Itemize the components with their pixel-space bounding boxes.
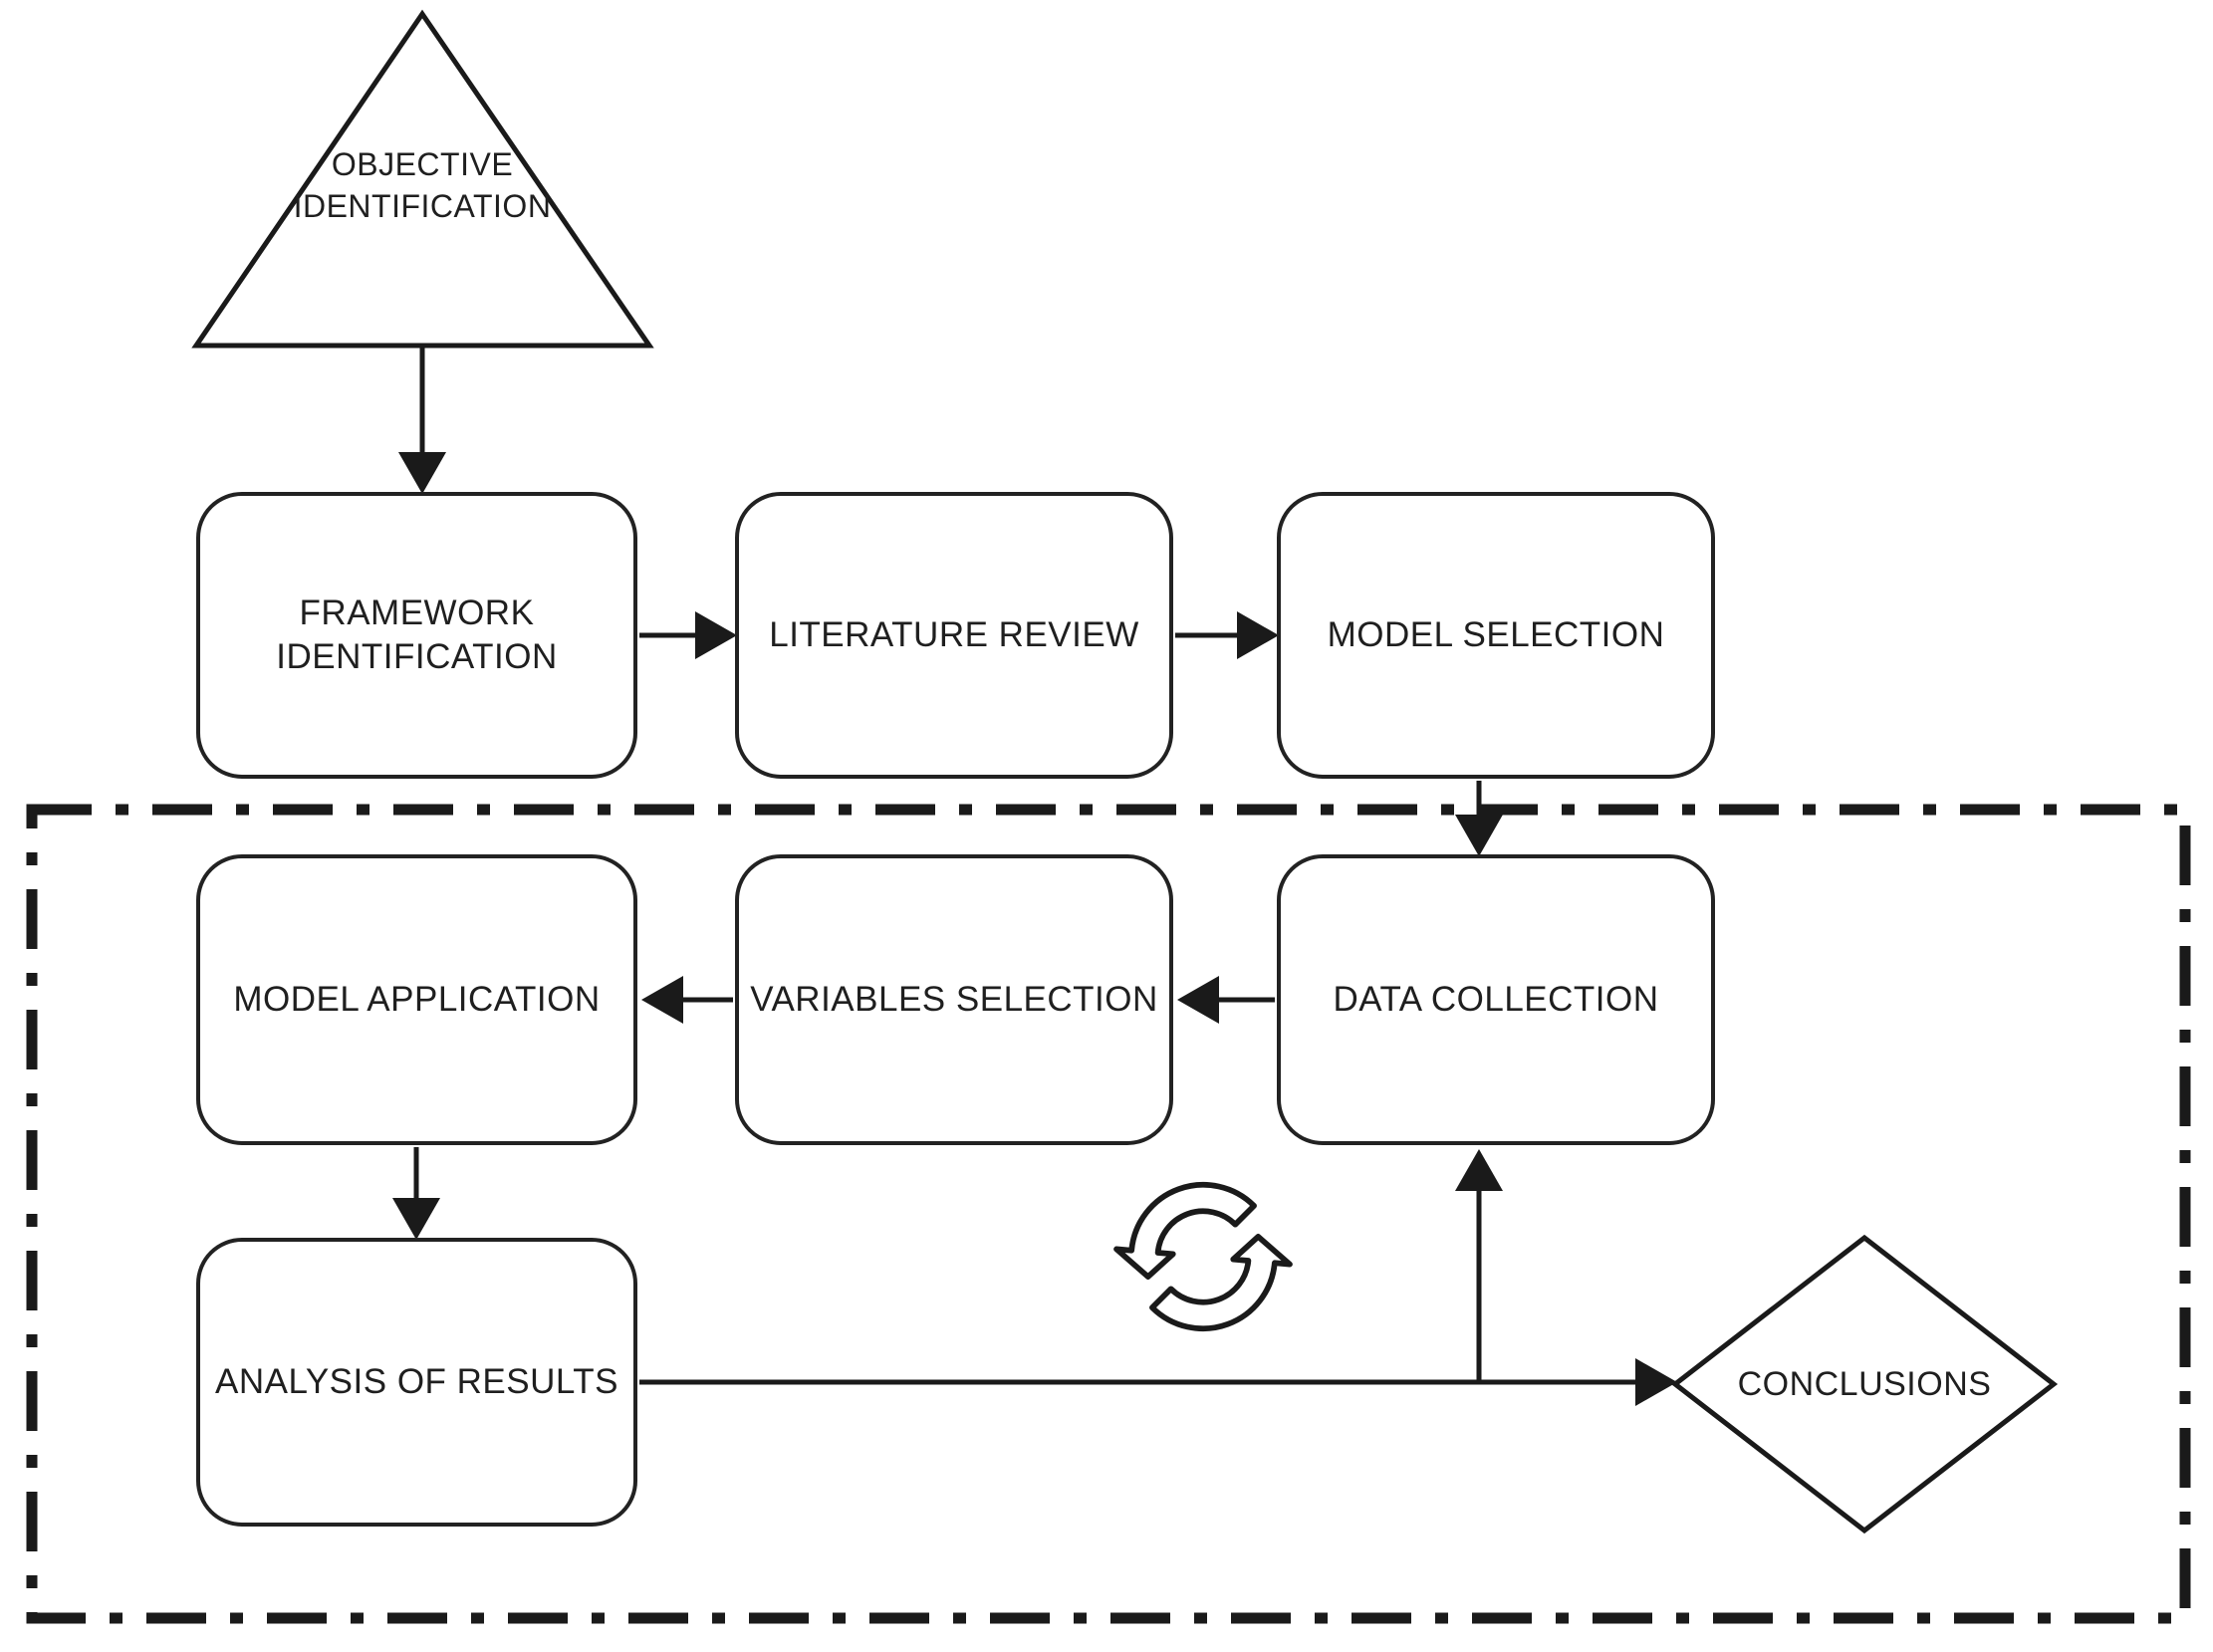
variables-selection-label: VARIABLES SELECTION bbox=[750, 980, 1158, 1020]
analysis-of-results-label: ANALYSIS OF RESULTS bbox=[215, 1362, 618, 1402]
model-application-label: MODEL APPLICATION bbox=[233, 980, 601, 1020]
objective-label-line2: IDENTIFICATION bbox=[293, 188, 552, 224]
node-model-application: MODEL APPLICATION bbox=[196, 854, 637, 1145]
objective-triangle-shape bbox=[191, 9, 654, 349]
node-literature-review: LITERATURE REVIEW bbox=[735, 492, 1173, 779]
framework-label-line2: IDENTIFICATION bbox=[276, 637, 558, 676]
conclusions-diamond-shape bbox=[1670, 1234, 2059, 1534]
node-objective-identification: OBJECTIVE IDENTIFICATION bbox=[263, 131, 582, 241]
model-selection-label: MODEL SELECTION bbox=[1327, 615, 1665, 655]
arrow-framework-to-literature bbox=[639, 611, 737, 659]
arrow-model-selection-to-data-collection bbox=[1455, 781, 1503, 856]
framework-label-line1: FRAMEWORK bbox=[299, 593, 535, 633]
arrow-literature-to-model-selection bbox=[1175, 611, 1279, 659]
node-framework-identification: FRAMEWORK IDENTIFICATION bbox=[196, 492, 637, 779]
node-model-selection: MODEL SELECTION bbox=[1277, 492, 1715, 779]
objective-label-line1: OBJECTIVE bbox=[331, 146, 514, 183]
iterative-phase-dashed-boundary bbox=[26, 804, 2191, 1624]
arrow-data-collection-to-variables-selection bbox=[1177, 976, 1275, 1024]
node-conclusions: CONCLUSIONS bbox=[1695, 1360, 2034, 1408]
conclusions-label: CONCLUSIONS bbox=[1737, 1364, 1992, 1403]
arrow-model-application-to-analysis bbox=[392, 1147, 440, 1240]
node-analysis-of-results: ANALYSIS OF RESULTS bbox=[196, 1238, 637, 1527]
arrow-objective-to-framework bbox=[398, 348, 446, 494]
arrow-analysis-to-conclusions bbox=[639, 1358, 1677, 1406]
literature-review-label: LITERATURE REVIEW bbox=[769, 615, 1139, 655]
node-variables-selection: VARIABLES SELECTION bbox=[735, 854, 1173, 1145]
cycle-refresh-icon bbox=[1113, 1181, 1293, 1332]
arrow-variables-selection-to-model-application bbox=[641, 976, 733, 1024]
node-data-collection: DATA COLLECTION bbox=[1277, 854, 1715, 1145]
arrow-feedback-to-data-collection bbox=[1455, 1149, 1503, 1382]
data-collection-label: DATA COLLECTION bbox=[1333, 980, 1659, 1020]
